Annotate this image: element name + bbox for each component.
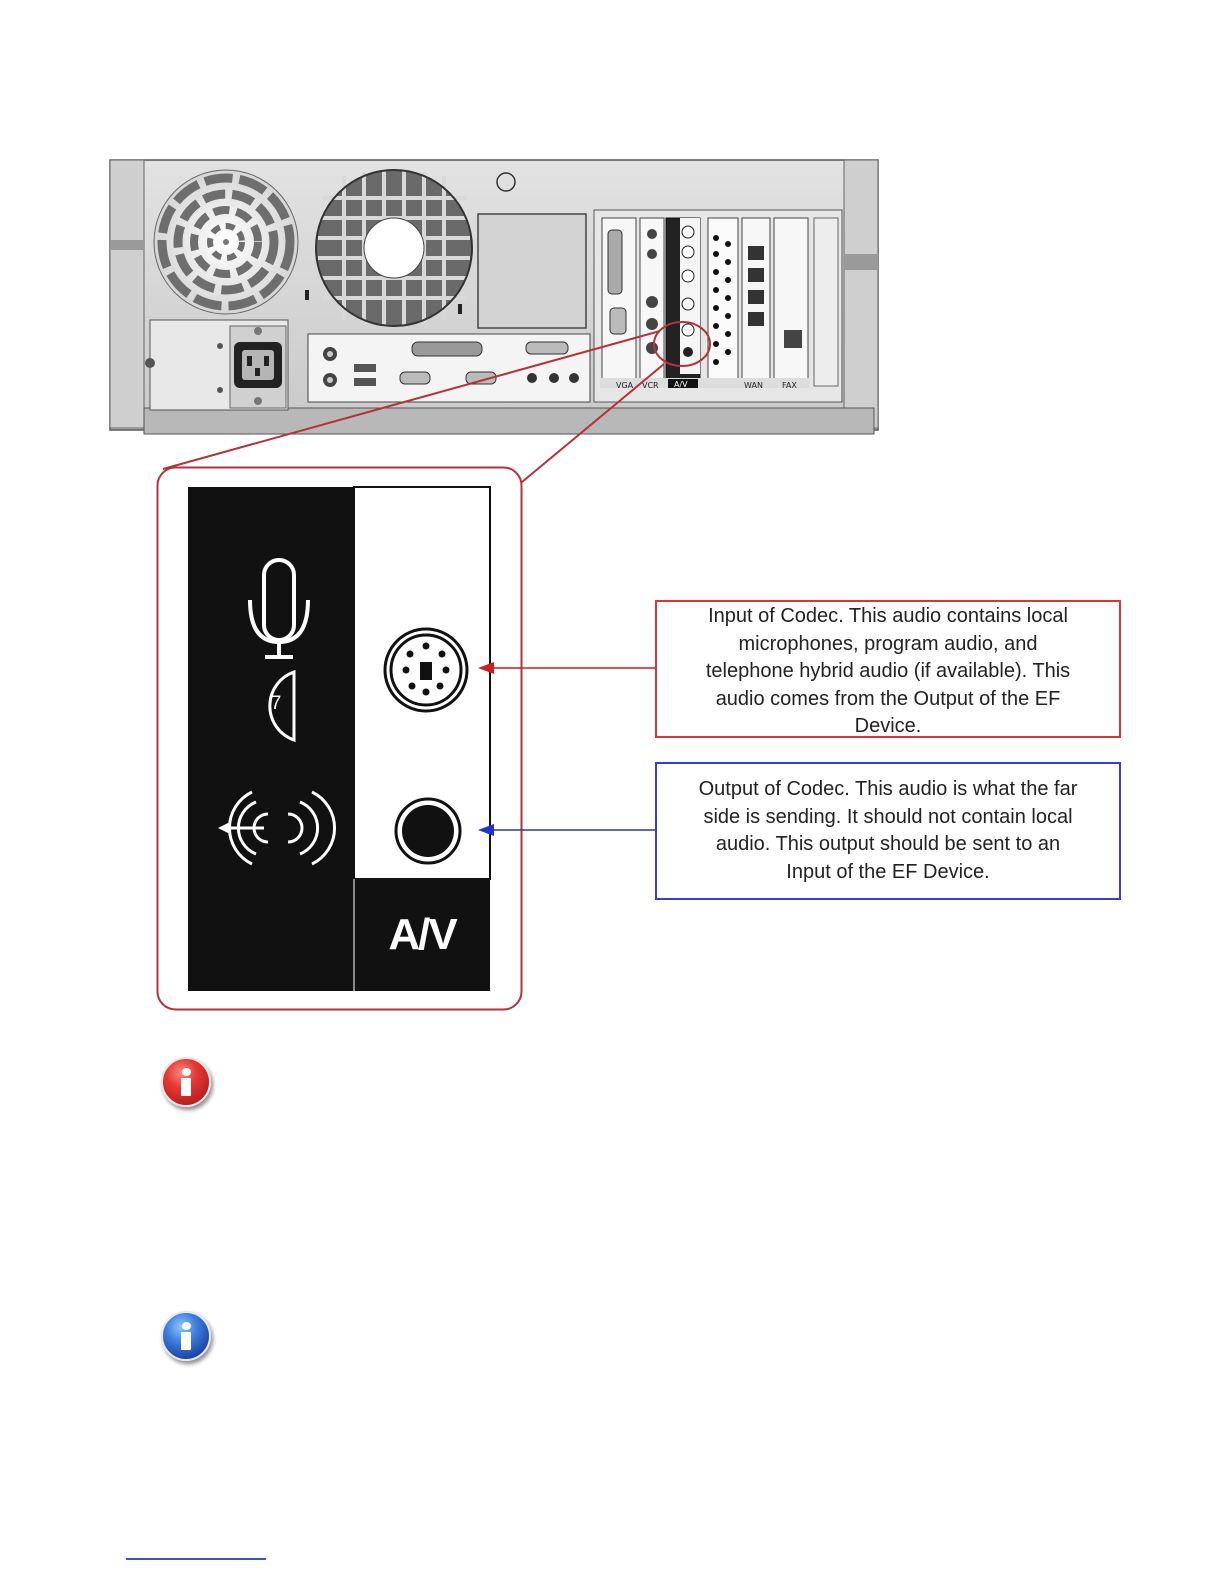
expansion-slots: VGA VCR A/V WAN FAX [593,209,843,403]
codec-input-callout: Input of Codec. This audio contains loca… [655,600,1121,738]
codec-output-callout: Output of Codec. This audio is what the … [655,762,1121,900]
power-inlet [145,319,289,411]
callout-line: audio comes from the Output of the EF [715,687,1061,710]
slot-label-vga: VGA [616,381,634,390]
audio-output-jack [394,797,462,865]
blue-info-icon [161,1311,211,1361]
microphone-icon [248,558,310,659]
mini-din-audio-input-jack [383,627,469,713]
av-panel-closeup [156,466,523,1011]
slot-label-wan: WAN [744,381,763,390]
callout-line: microphones, program audio, and [738,632,1038,655]
psu-fan-grille [153,169,299,315]
input-arrowhead [478,662,494,674]
callout-line: Output of Codec. This audio is what the … [698,778,1078,800]
callout-line: side is sending. It should not contain l… [703,805,1073,828]
slot-label-vcr: VCR [642,381,659,390]
output-arrowhead [478,824,494,836]
callout-line: Input of the EF Device. [786,860,990,883]
callout-line: telephone hybrid audio (if available). T… [705,660,1071,682]
callout-arrows [478,662,655,836]
callout-line: Input of Codec. This audio contains loca… [708,605,1068,627]
callout-line: Device. [854,715,922,737]
footnote-rule [126,1558,266,1560]
slot-label-fax: FAX [782,381,797,390]
computer-rear-panel: VGA VCR A/V WAN FAX [109,159,879,435]
slot-label-av: A/V [674,380,688,389]
av-panel-label: A/V [388,910,457,959]
case-fan-grille [315,169,473,327]
io-panel [307,333,591,403]
red-info-icon [161,1057,211,1107]
channel-badge-icon [268,669,296,743]
callout-line: audio. This output should be sent to an [715,833,1061,855]
mic-channel-number: 7 [270,693,282,714]
